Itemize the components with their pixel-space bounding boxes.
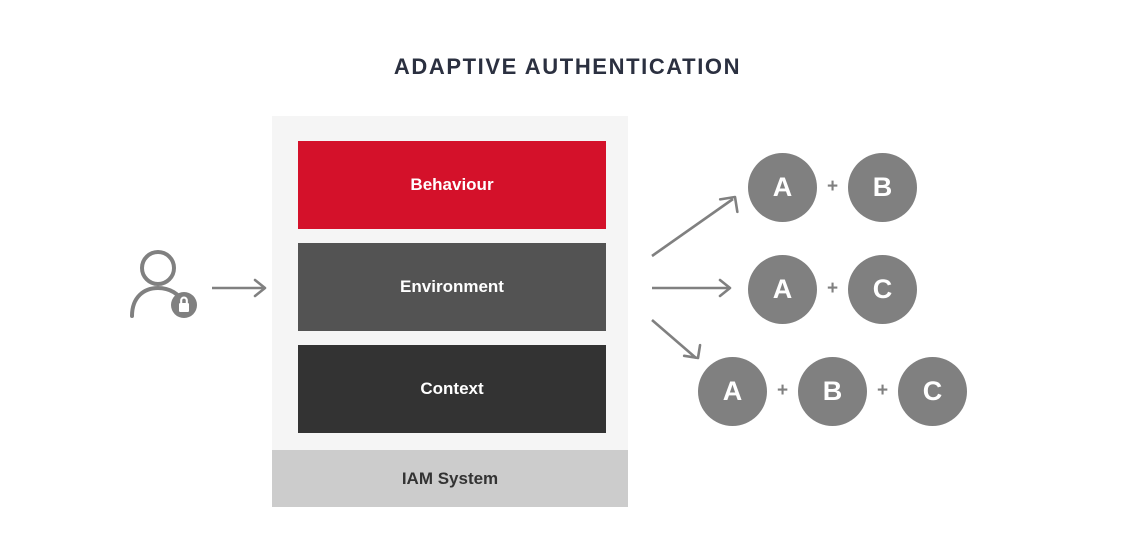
arrow-down-right-icon xyxy=(651,319,702,360)
factor-token[interactable]: A xyxy=(748,152,817,222)
outcome-row: A + C xyxy=(748,254,917,324)
flow-arrow-group xyxy=(640,180,750,375)
adaptive-factor-stack: Behaviour Environment Context IAM System xyxy=(272,116,628,507)
page-title: ADAPTIVE AUTHENTICATION xyxy=(393,54,742,79)
plus-separator: + xyxy=(826,176,839,197)
arrow-up-right-icon xyxy=(651,195,739,258)
factor-label: B xyxy=(872,171,893,202)
layer-environment[interactable]: Environment xyxy=(298,243,606,331)
layer-context[interactable]: Context xyxy=(298,345,606,433)
factor-label: A xyxy=(772,171,793,202)
outcome-row: A + B xyxy=(748,152,917,222)
plus-separator: + xyxy=(826,278,839,299)
factor-label: A xyxy=(772,273,793,304)
iam-system-label: IAM System xyxy=(401,468,499,488)
layer-label: Behaviour xyxy=(410,175,494,194)
factor-token[interactable]: C xyxy=(898,356,967,426)
factor-label: B xyxy=(822,375,843,406)
plus-separator: + xyxy=(876,380,889,401)
factor-label: C xyxy=(872,273,893,304)
outcome-row: A + B + C xyxy=(698,356,967,426)
factor-token[interactable]: A xyxy=(748,254,817,324)
layer-label: Context xyxy=(420,379,484,398)
factor-token[interactable]: A xyxy=(698,356,767,426)
factor-token[interactable]: C xyxy=(848,254,917,324)
layer-label: Environment xyxy=(400,277,504,296)
factor-token[interactable]: B xyxy=(848,152,917,222)
factor-label: C xyxy=(922,375,943,406)
layer-behaviour[interactable]: Behaviour xyxy=(298,141,606,229)
factor-label: A xyxy=(722,375,743,406)
arrow-right-icon xyxy=(652,278,732,298)
arrow-right-icon xyxy=(212,276,270,300)
plus-separator: + xyxy=(776,380,789,401)
factor-token[interactable]: B xyxy=(798,356,867,426)
person-with-lock-icon xyxy=(126,248,206,328)
outcome-group: A + B A + C A + B + C xyxy=(690,140,980,460)
iam-system-band: IAM System xyxy=(272,450,628,507)
